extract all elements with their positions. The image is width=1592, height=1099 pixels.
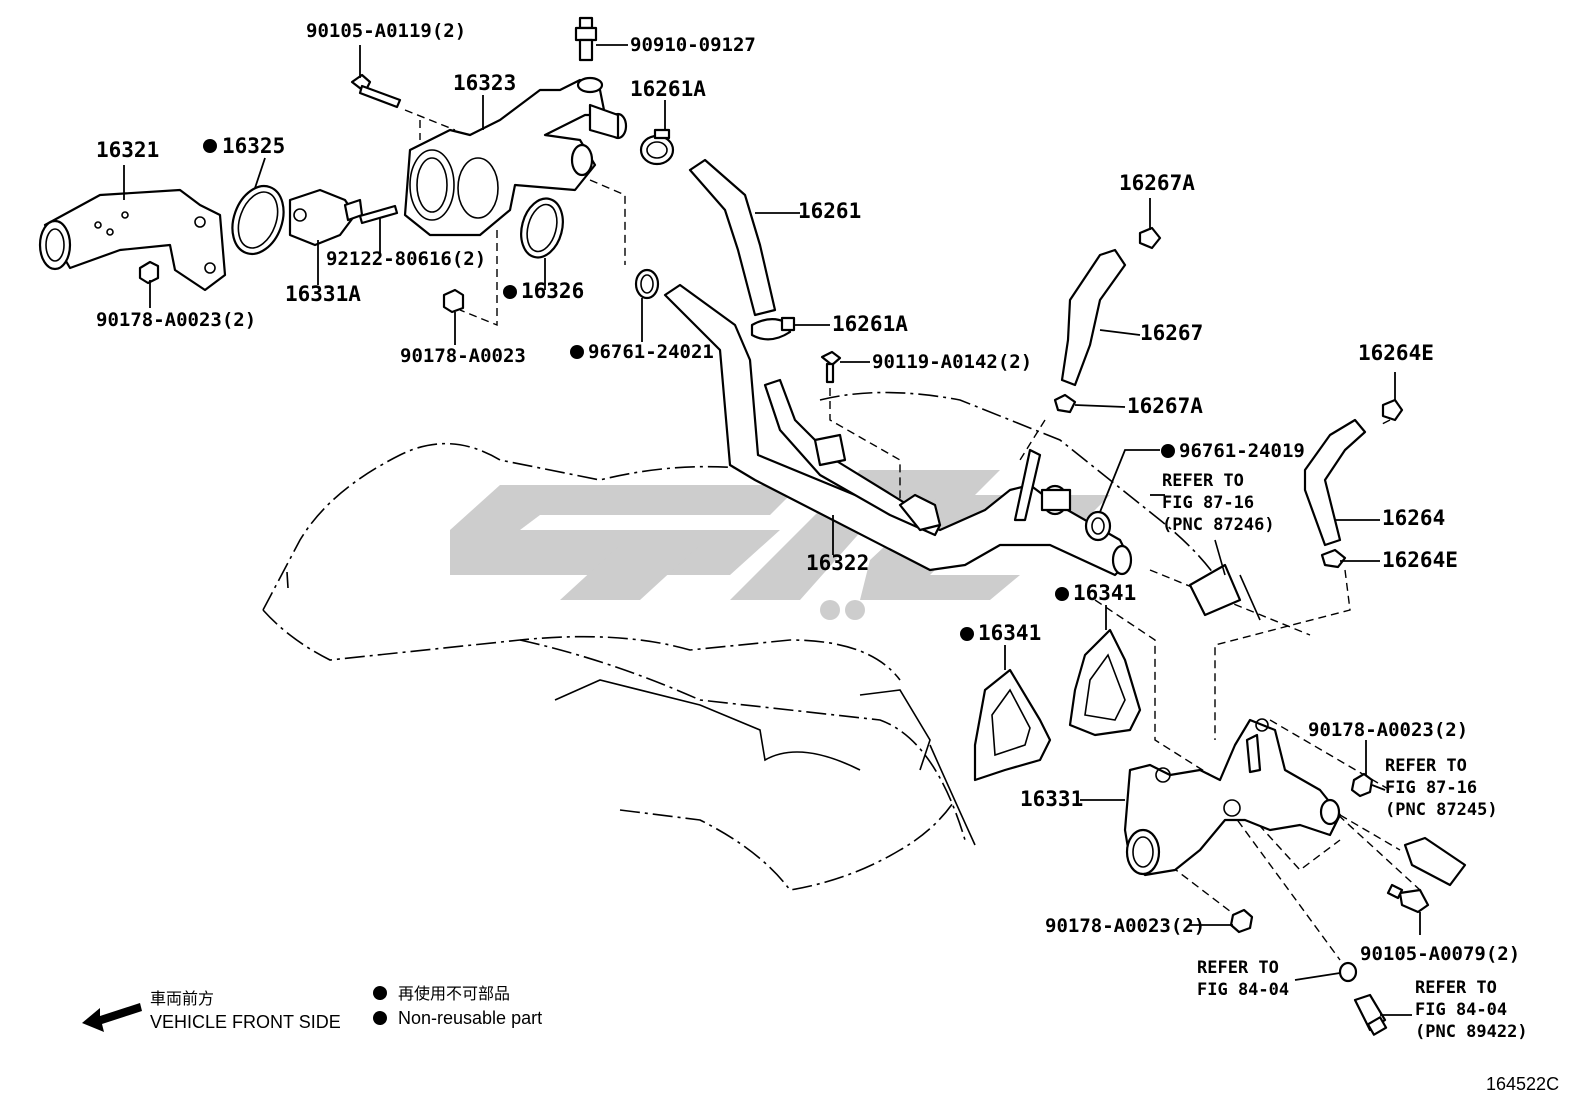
label-16261: 16261 bbox=[798, 199, 861, 223]
part-labels: 90105-A0119(2) 90910-09127 16323 16261A … bbox=[96, 20, 1520, 965]
label-96761-24021: 96761-24021 bbox=[588, 341, 714, 363]
part-90178-nut-center bbox=[442, 288, 465, 314]
legend-nonreuse-en: Non-reusable part bbox=[398, 1008, 542, 1028]
part-90105-bolt-bottom bbox=[1386, 883, 1430, 914]
label-16264: 16264 bbox=[1382, 506, 1445, 530]
filled-circle-icon bbox=[1055, 587, 1069, 601]
label-90178-left: 90178-A0023(2) bbox=[96, 309, 256, 331]
watermark-dot-2 bbox=[845, 600, 865, 620]
ref2-line3: (PNC 87245) bbox=[1385, 800, 1498, 820]
watermark-shape-2 bbox=[560, 545, 700, 600]
label-16261a-top: 16261A bbox=[630, 77, 706, 101]
part-washer-84-04 bbox=[1338, 961, 1358, 983]
part-96761-24019-o-ring bbox=[1084, 510, 1112, 542]
label-90178-center: 90178-A0023 bbox=[400, 345, 526, 367]
label-90910: 90910-09127 bbox=[630, 34, 756, 56]
part-16331a-thermostat bbox=[288, 188, 364, 247]
part-16261a-clamp-top bbox=[639, 128, 675, 166]
part-16264e-clamp-top bbox=[1381, 398, 1404, 422]
ref1-line2: FIG 87-16 bbox=[1162, 493, 1254, 513]
label-16264e-top: 16264E bbox=[1358, 341, 1434, 365]
part-92122-stud bbox=[358, 204, 399, 225]
label-16325: 16325 bbox=[222, 134, 285, 158]
engine-outline bbox=[262, 391, 1231, 891]
part-16321-outlet-pipe bbox=[38, 188, 227, 292]
label-16261a-mid: 16261A bbox=[832, 312, 908, 336]
legend-nonreuse-jp: 再使用不可部品 bbox=[398, 984, 510, 1003]
label-16321: 16321 bbox=[96, 138, 159, 162]
filled-circle-icon bbox=[1161, 444, 1175, 458]
label-16331a: 16331A bbox=[285, 282, 361, 306]
label-16267a-bot: 16267A bbox=[1127, 394, 1203, 418]
assembly-lines bbox=[404, 109, 1421, 961]
ref4-line1: REFER TO bbox=[1415, 978, 1497, 998]
label-16341-left: 16341 bbox=[978, 621, 1041, 645]
ref2-line2: FIG 87-16 bbox=[1385, 778, 1477, 798]
ref1-line3: (PNC 87246) bbox=[1162, 515, 1275, 535]
watermark-shape-1 bbox=[450, 485, 800, 575]
part-16323-water-outlet-housing bbox=[403, 76, 628, 237]
legend-front-en: VEHICLE FRONT SIDE bbox=[150, 1012, 341, 1032]
part-16267a-clamp-top bbox=[1138, 226, 1162, 250]
ref-hose-87245 bbox=[1403, 836, 1467, 887]
filled-circle-icon bbox=[960, 627, 974, 641]
filled-circle-icon bbox=[373, 986, 387, 1000]
part-90119-bolt bbox=[820, 350, 842, 384]
part-90105-bolt-top bbox=[350, 73, 402, 109]
part-16341-gasket-left bbox=[973, 668, 1052, 782]
label-96761-24019: 96761-24019 bbox=[1179, 440, 1305, 462]
part-16326-gasket bbox=[520, 197, 564, 259]
label-16267a-top: 16267A bbox=[1119, 171, 1195, 195]
part-90178-nut-right bbox=[1350, 772, 1374, 798]
part-90910-sensor bbox=[574, 16, 598, 62]
label-90119: 90119-A0142(2) bbox=[872, 351, 1032, 373]
part-16264-hose bbox=[1303, 418, 1367, 547]
label-90105-top: 90105-A0119(2) bbox=[306, 20, 466, 42]
label-92122: 92122-80616(2) bbox=[326, 248, 486, 270]
label-16322: 16322 bbox=[806, 551, 869, 575]
part-96761-24021-o-ring bbox=[634, 268, 660, 300]
label-16264e-bot: 16264E bbox=[1382, 548, 1458, 572]
label-16267: 16267 bbox=[1140, 321, 1203, 345]
arrow-left-icon bbox=[82, 1003, 142, 1032]
label-16326: 16326 bbox=[521, 279, 584, 303]
legend: 車両前方 VEHICLE FRONT SIDE 再使用不可部品 Non-reus… bbox=[82, 984, 542, 1032]
leader-lines bbox=[123, 44, 1421, 1016]
part-16341-gasket-right bbox=[1068, 628, 1142, 737]
part-16325-gasket bbox=[231, 185, 285, 255]
label-16341-right: 16341 bbox=[1073, 581, 1136, 605]
label-90105-bottom: 90105-A0079(2) bbox=[1360, 943, 1520, 965]
part-16331-water-inlet bbox=[1123, 718, 1342, 877]
ref-hose-87246 bbox=[1188, 539, 1261, 621]
part-16322-water-pipe bbox=[663, 283, 1133, 577]
part-16267a-clamp-bottom bbox=[1053, 393, 1077, 414]
ref3-line1: REFER TO bbox=[1197, 958, 1279, 978]
ref1-line1: REFER TO bbox=[1162, 471, 1244, 491]
legend-front-jp: 車両前方 bbox=[150, 989, 214, 1008]
label-90178-bottom: 90178-A0023(2) bbox=[1045, 915, 1205, 937]
ref2-line1: REFER TO bbox=[1385, 756, 1467, 776]
filled-circle-icon bbox=[503, 285, 517, 299]
part-16267-hose bbox=[1060, 248, 1127, 387]
filled-circle-icon bbox=[373, 1011, 387, 1025]
refer-blocks: REFER TO FIG 87-16 (PNC 87246) REFER TO … bbox=[1162, 471, 1528, 1042]
part-sensor-89422 bbox=[1353, 993, 1388, 1036]
ref3-line2: FIG 84-04 bbox=[1197, 980, 1289, 1000]
label-16331: 16331 bbox=[1020, 787, 1083, 811]
part-90178-nut-left bbox=[138, 260, 160, 285]
part-90178-nut-bottom bbox=[1229, 908, 1254, 934]
part-16264e-clamp-bottom bbox=[1320, 548, 1347, 569]
filled-circle-icon bbox=[203, 139, 217, 153]
watermark-dot-1 bbox=[820, 600, 840, 620]
part-16261-hose bbox=[688, 158, 777, 317]
diagram-id: 164522C bbox=[1486, 1074, 1559, 1094]
ref4-line3: (PNC 89422) bbox=[1415, 1022, 1528, 1042]
label-16323: 16323 bbox=[453, 71, 516, 95]
ref4-line2: FIG 84-04 bbox=[1415, 1000, 1507, 1020]
part-16261a-clamp-mid bbox=[750, 316, 796, 341]
filled-circle-icon bbox=[570, 345, 584, 359]
label-90178-right: 90178-A0023(2) bbox=[1308, 719, 1468, 741]
